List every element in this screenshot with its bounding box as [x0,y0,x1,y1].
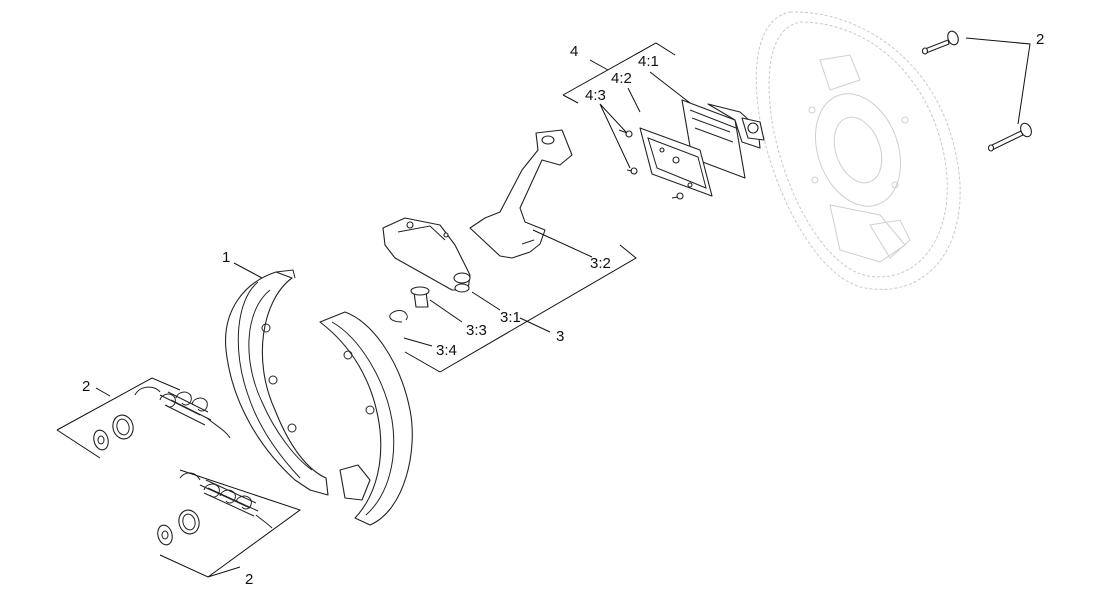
screw-lower [626,167,638,175]
brake-shoe-front [319,311,413,526]
label-4-2: 4:2 [611,70,632,87]
label-1: 1 [222,249,230,266]
label-3-1: 3:1 [500,309,521,326]
actuating-lever [469,129,573,259]
clip [389,310,408,323]
backing-plate [755,11,961,290]
label-2-left: 2 [82,378,90,395]
label-4-1: 4:1 [638,53,659,70]
label-3-2: 3:2 [590,255,611,272]
spring-washer-set-upper [93,386,231,451]
screw-upper [618,129,633,138]
bolt-lower [987,122,1032,152]
screw-bottom [671,192,684,200]
label-2-right: 2 [1036,31,1044,48]
label-3-3: 3:3 [466,322,487,339]
label-4-3: 4:3 [585,87,606,104]
bolt-upper [921,30,959,55]
label-2-bottom: 2 [245,571,253,588]
leader-lines [56,37,1031,578]
label-3-4: 3:4 [436,342,457,359]
lever-plate [382,217,471,293]
label-4: 4 [570,43,578,60]
gasket-plate [639,127,713,197]
pin [410,286,430,308]
spring-washer-set-lower [157,472,273,546]
brake-shoe-rear [225,269,329,496]
label-3: 3 [556,328,564,345]
